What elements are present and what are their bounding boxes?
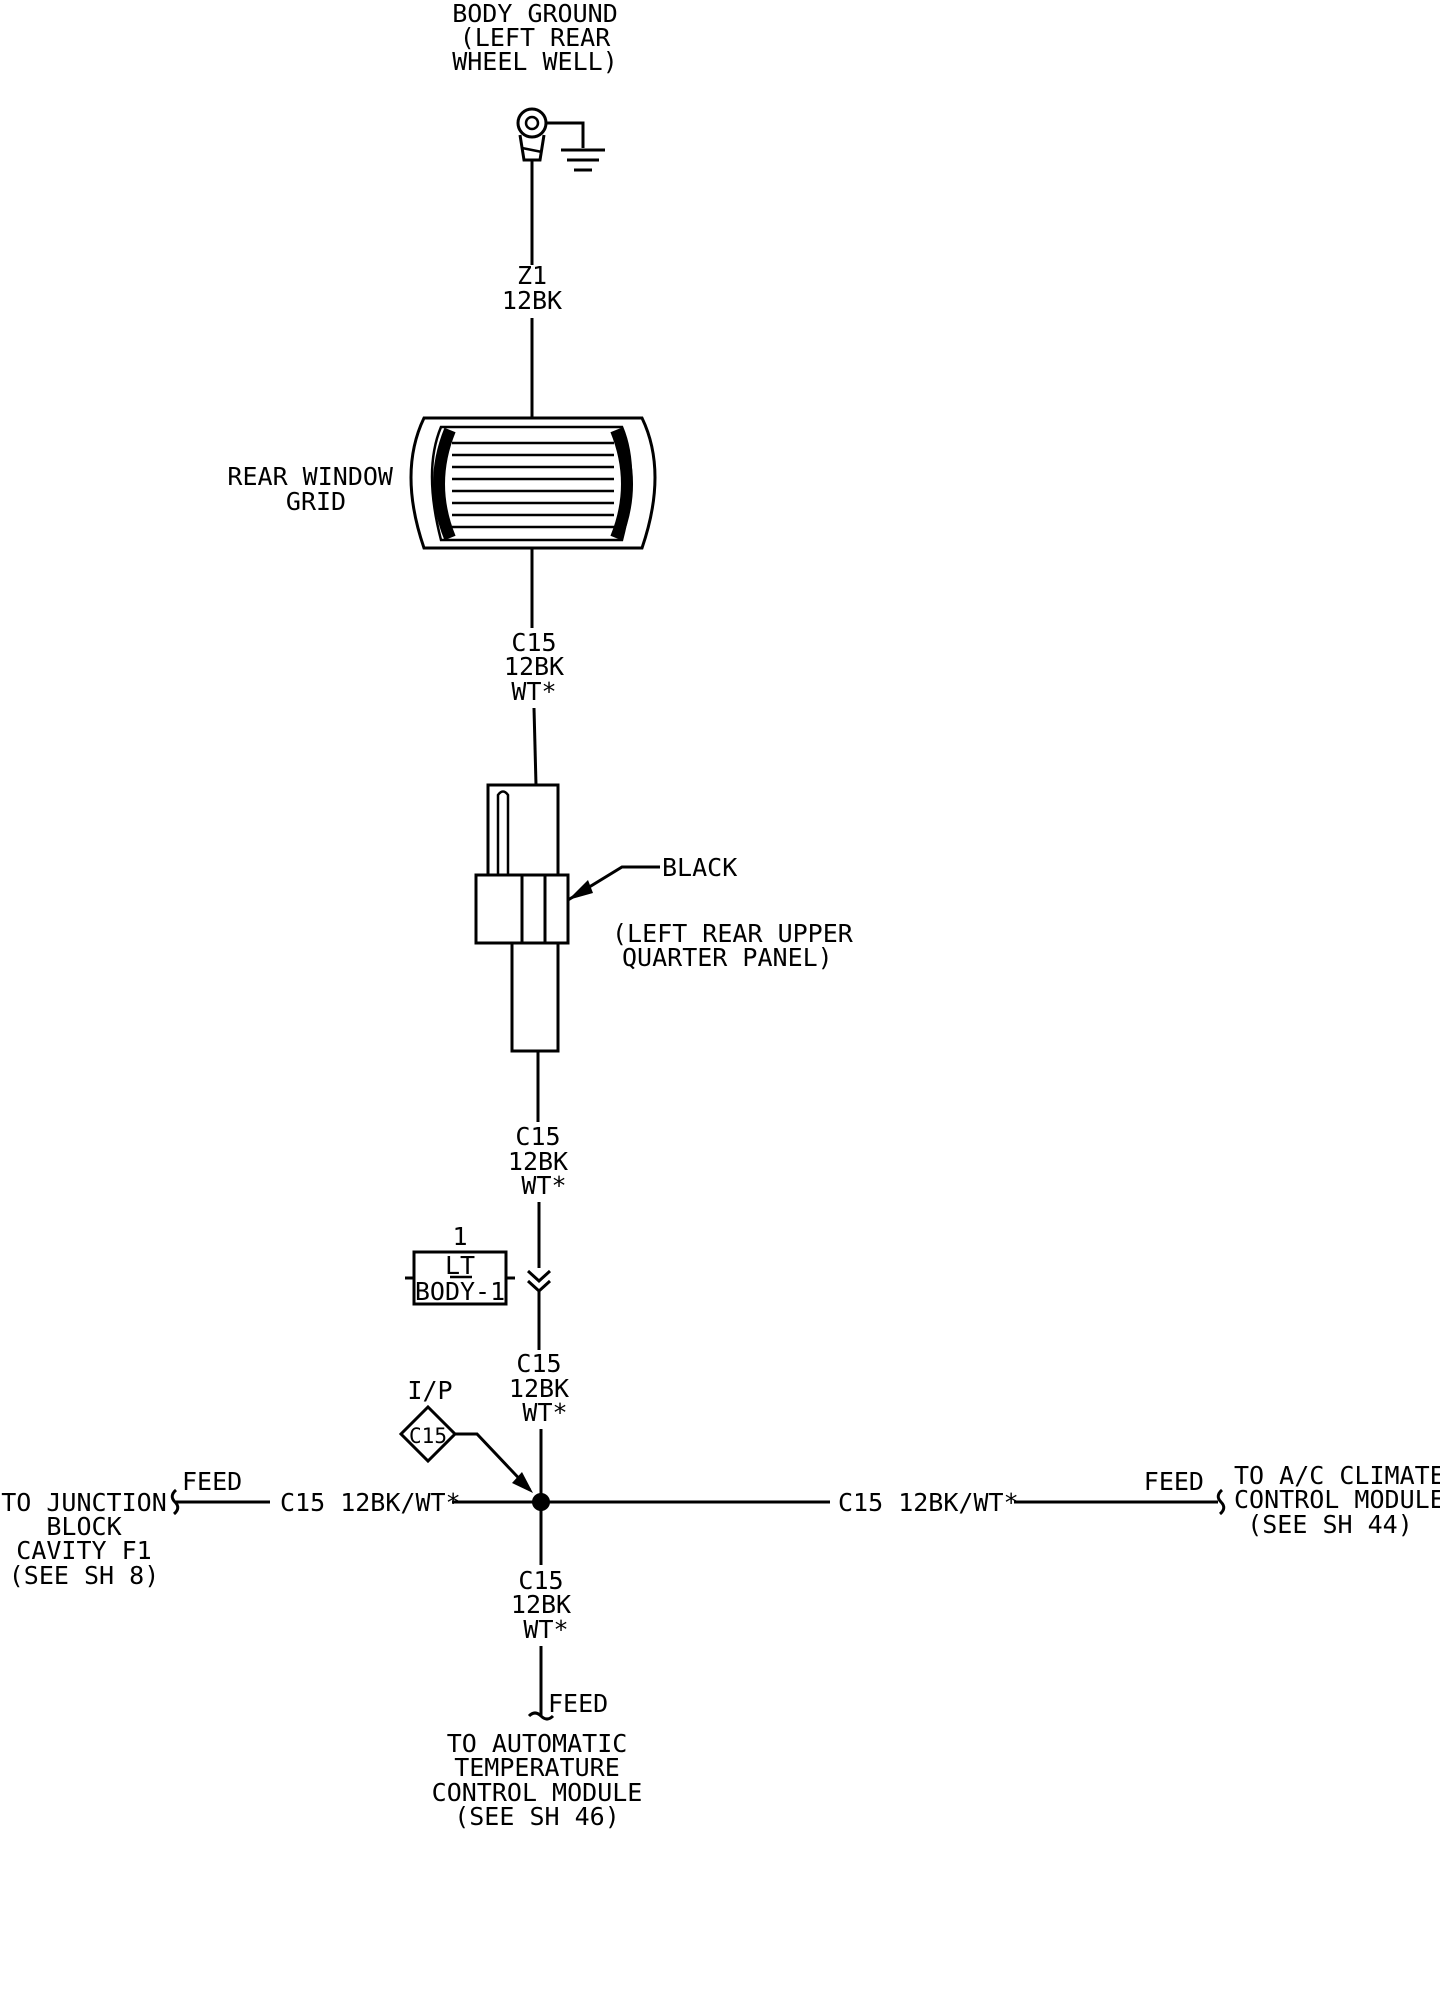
- ground-eyelet-icon: [516, 107, 548, 162]
- right-branch-break-icon: [1216, 1488, 1226, 1516]
- wire-ground-circuit: Z1: [517, 261, 547, 290]
- left-branch: C15 12BK/WT* FEED TO JUNCTION BLOCK CAVI…: [1, 1467, 541, 1590]
- wire-connector-out-tracer: WT*: [521, 1171, 566, 1200]
- wire-inline-out-gauge: 12BK: [509, 1374, 569, 1403]
- splice-leader-line: [455, 1432, 532, 1492]
- connector-color-label: BLACK: [662, 853, 737, 882]
- right-branch-dest-line3: (SEE SH 44): [1247, 1510, 1413, 1539]
- splice-diamond-icon: [398, 1404, 458, 1464]
- body-connector: BLACK (LEFT REAR UPPER QUARTER PANEL): [474, 783, 854, 1053]
- bottom-branch-dest-line4: (SEE SH 46): [454, 1802, 620, 1831]
- ground-label-line2: (LEFT REAR: [460, 23, 611, 52]
- left-branch-wire-label: C15 12BK/WT*: [280, 1488, 461, 1517]
- grid-label-line1: REAR WINDOW: [227, 462, 394, 491]
- right-branch-wire-label: C15 12BK/WT*: [838, 1488, 1019, 1517]
- inline-connector-pin: 1: [452, 1222, 467, 1251]
- inline-connector: 1 LT BODY-1: [405, 1222, 552, 1306]
- grid-label-line2: GRID: [286, 487, 346, 516]
- bottom-branch-dest-line1: TO AUTOMATIC: [447, 1729, 628, 1758]
- bottom-branch-dest-line3: CONTROL MODULE: [432, 1778, 643, 1807]
- wire-connector-out-circuit: C15: [515, 1122, 560, 1151]
- right-branch-dest-line2: CONTROL MODULE: [1234, 1485, 1440, 1514]
- connector-location-line2: QUARTER PANEL): [622, 943, 833, 972]
- right-branch-dest-line1: TO A/C CLIMATE: [1234, 1461, 1440, 1490]
- ground-label-line3: WHEEL WELL): [452, 47, 618, 76]
- ground-label-line1: BODY GROUND: [452, 0, 618, 28]
- left-branch-dest-line1: TO JUNCTION: [1, 1488, 167, 1517]
- left-branch-dest-line3: CAVITY F1: [16, 1536, 151, 1565]
- bottom-branch-tracer: WT*: [523, 1615, 568, 1644]
- right-branch: C15 12BK/WT* FEED TO A/C CLIMATE CONTROL…: [541, 1461, 1440, 1539]
- bottom-branch: C15 12BK WT* FEED TO AUTOMATIC TEMPERATU…: [432, 1502, 643, 1831]
- splice-arrow-icon: [512, 1472, 533, 1493]
- left-branch-dest-line4: (SEE SH 8): [9, 1561, 160, 1590]
- wire-grid-out-tracer: WT*: [511, 677, 556, 706]
- left-branch-break-icon: [170, 1488, 180, 1516]
- wire-grid-out-circuit: C15: [511, 628, 556, 657]
- splice-location-label: I/P: [407, 1376, 452, 1405]
- bottom-branch-feed-label: FEED: [548, 1689, 608, 1718]
- wire-inline-out-tracer: WT*: [522, 1398, 567, 1427]
- connector-icon: [474, 783, 570, 1053]
- wire-connector-out-gauge: 12BK: [508, 1147, 568, 1176]
- inline-connector-label-line1: LT: [445, 1251, 475, 1280]
- right-branch-feed-label: FEED: [1144, 1467, 1204, 1496]
- bottom-branch-circuit: C15: [518, 1566, 563, 1595]
- wire-grid-out-lower: [532, 707, 538, 786]
- defroster-grid-icon: [409, 416, 657, 550]
- left-branch-dest-line2: BLOCK: [46, 1512, 121, 1541]
- inline-connector-chevron-icon: [526, 1269, 552, 1294]
- splice-id-label: C15: [409, 1424, 447, 1448]
- bottom-branch-gauge: 12BK: [511, 1590, 571, 1619]
- left-branch-feed-label: FEED: [182, 1467, 242, 1496]
- body-ground: BODY GROUND (LEFT REAR WHEEL WELL): [452, 0, 618, 172]
- ground-symbol-icon: [546, 121, 605, 172]
- bottom-branch-dest-line2: TEMPERATURE: [454, 1753, 620, 1782]
- wire-ground-gauge: 12BK: [502, 286, 562, 315]
- bottom-branch-break-icon: [527, 1711, 555, 1721]
- inline-connector-label-line2: BODY-1: [415, 1277, 505, 1306]
- connector-location-line1: (LEFT REAR UPPER: [612, 919, 854, 948]
- rear-window-grid: REAR WINDOW GRID: [227, 416, 657, 550]
- wire-inline-out-circuit: C15: [516, 1349, 561, 1378]
- connector-arrow-icon: [568, 880, 593, 900]
- wire-grid-out-gauge: 12BK: [504, 652, 564, 681]
